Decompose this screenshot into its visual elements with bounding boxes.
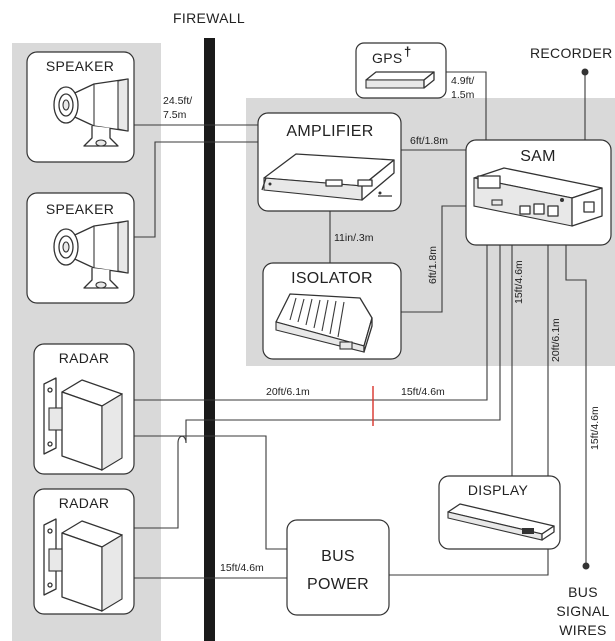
firewall-label: FIREWALL xyxy=(173,10,245,26)
speaker-icon xyxy=(53,220,129,289)
bus-power: BUS POWER xyxy=(286,519,390,616)
gps-antenna-icon xyxy=(365,71,435,89)
bus-signal-label-2: SIGNAL xyxy=(556,603,609,619)
bus-signal-label-1: BUS xyxy=(568,584,598,600)
recorder-label: RECORDER xyxy=(530,45,613,61)
gps-mark: † xyxy=(404,44,411,59)
radar-icon xyxy=(43,518,123,612)
cable-labels: 24.5ft/ 7.5m 4.9ft/ 1.5m 6ft/1.8m 11in/.… xyxy=(163,75,601,574)
cable-label-amp-isolator: 11in/.3m xyxy=(334,232,374,244)
cable-label-sam-display: 15ft/4.6m xyxy=(513,260,525,304)
wire-speaker2-amp xyxy=(134,141,258,238)
cable-label-gps-b: 1.5m xyxy=(451,89,475,101)
speaker-2: SPEAKER xyxy=(26,192,135,304)
cable-label-sam-power: 20ft/6.1m xyxy=(550,318,562,362)
recorder-terminal xyxy=(581,68,589,76)
sam: SAM xyxy=(465,139,612,246)
cable-label-amp-sam: 6ft/1.8m xyxy=(410,135,448,147)
cable-label-speaker-b: 7.5m xyxy=(163,109,187,121)
radar-icon xyxy=(43,377,123,471)
cable-label-radar-back: 15ft/4.6m xyxy=(401,386,445,398)
wire-radar1-power xyxy=(134,435,287,550)
bus-signal-terminal xyxy=(582,562,590,570)
sam-module-icon xyxy=(473,167,603,227)
speaker-1: SPEAKER xyxy=(26,51,135,163)
display-icon xyxy=(447,503,555,541)
cable-label-radar-front: 20ft/6.1m xyxy=(266,386,310,398)
bus-power-label-1: BUS xyxy=(321,548,355,565)
radar-2: RADAR xyxy=(33,488,135,615)
display-label: DISPLAY xyxy=(468,482,529,498)
wire-sam-power xyxy=(389,245,549,576)
gps: GPS † xyxy=(355,42,447,99)
radar-1-label: RADAR xyxy=(59,350,110,366)
speaker-2-label: SPEAKER xyxy=(46,201,114,217)
gps-label: GPS xyxy=(372,50,402,66)
cable-label-bus-power: 15ft/4.6m xyxy=(220,562,264,574)
display: DISPLAY xyxy=(438,475,561,550)
cable-label-isolator-sam: 6ft/1.8m xyxy=(427,246,439,284)
bus-signal-wires: BUS SIGNAL WIRES xyxy=(556,584,609,638)
wires xyxy=(134,68,590,579)
isolator-icon xyxy=(275,293,373,353)
sam-label: SAM xyxy=(520,148,556,165)
wire-radar1-sam xyxy=(134,245,488,401)
amplifier-label: AMPLIFIER xyxy=(286,123,373,140)
speaker-1-label: SPEAKER xyxy=(46,58,114,74)
bus-power-label-2: POWER xyxy=(307,576,369,593)
wire-gps-sam xyxy=(446,71,487,140)
speaker-icon xyxy=(53,78,129,147)
wire-sam-bus-signal xyxy=(565,245,587,565)
cable-label-gps-a: 4.9ft/ xyxy=(451,75,474,87)
amplifier: AMPLIFIER xyxy=(257,112,402,212)
bus-signal-label-3: WIRES xyxy=(559,622,606,638)
cable-label-bus-signal: 15ft/4.6m xyxy=(589,406,601,450)
radar-2-label: RADAR xyxy=(59,495,110,511)
firewall-bar xyxy=(204,38,215,641)
amplifier-icon xyxy=(261,153,395,201)
radar-1: RADAR xyxy=(33,343,135,475)
isolator: ISOLATOR xyxy=(262,262,402,360)
wire-isolator-sam xyxy=(401,205,466,313)
isolator-label: ISOLATOR xyxy=(291,270,373,287)
cable-label-speaker-a: 24.5ft/ xyxy=(163,95,192,107)
